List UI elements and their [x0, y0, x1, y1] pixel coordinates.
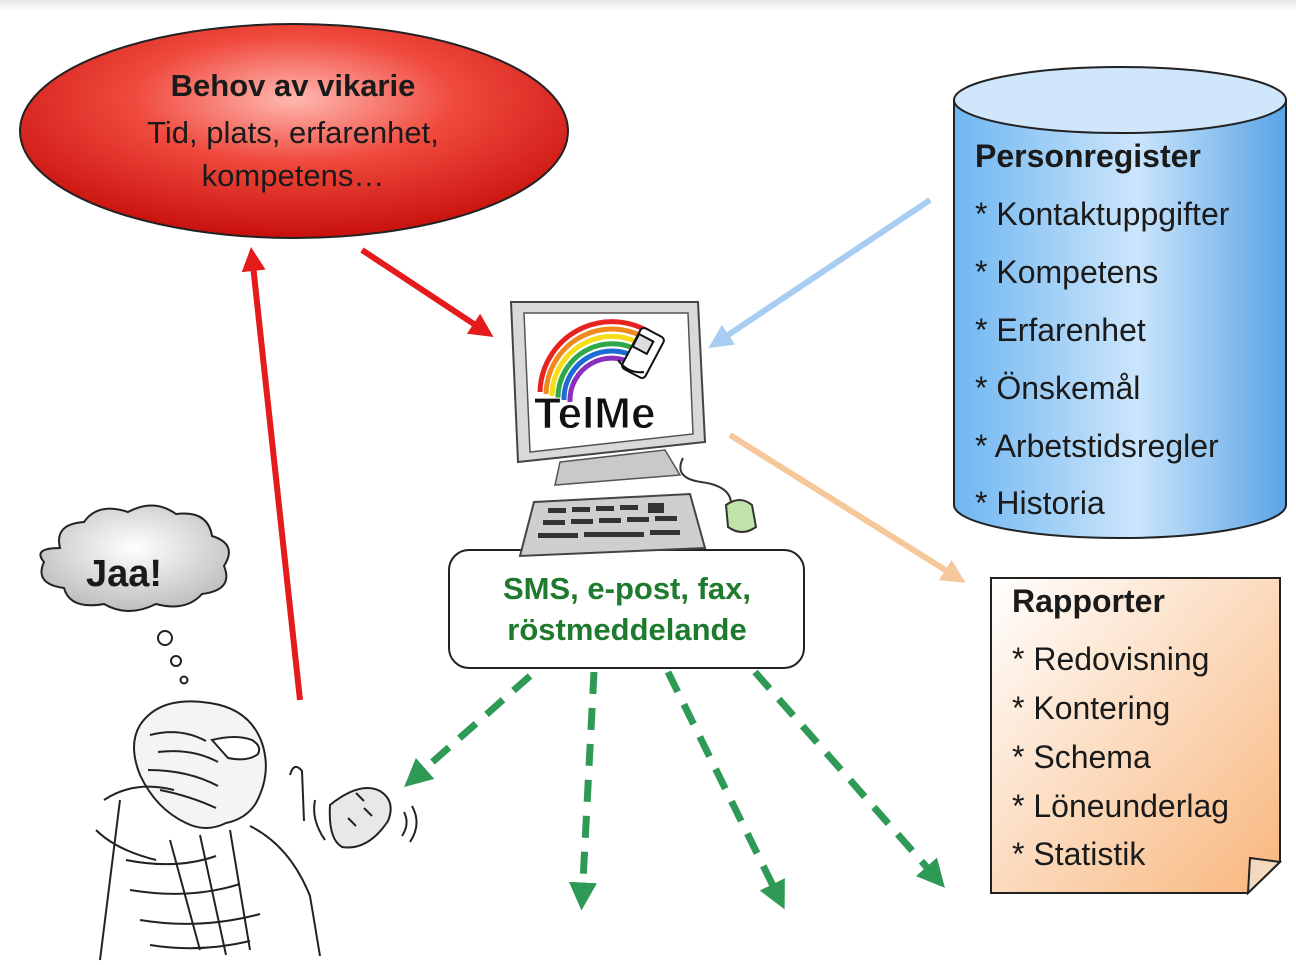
- register-title: Personregister: [975, 138, 1201, 174]
- top-shadow: [0, 0, 1296, 12]
- dispatch-arrow-2: [568, 671, 598, 911]
- reports-item-payroll: * Löneunderlag: [1012, 788, 1230, 824]
- register-item-wishes: * Önskemål: [975, 370, 1141, 406]
- arrow-computer-to-reports: [728, 432, 966, 583]
- thought-cloud: [39, 504, 230, 685]
- reports-item-schedule: * Schema: [1012, 739, 1151, 775]
- mouse: [679, 457, 758, 533]
- reports-item-posting: * Kontering: [1012, 690, 1171, 726]
- logo-text: TelMe: [534, 389, 655, 438]
- arrow-register-to-computer: [708, 197, 932, 349]
- phone-icon: [617, 326, 665, 380]
- channels-line-1: SMS, e-post, fax,: [502, 571, 752, 606]
- channels-box: [448, 549, 805, 669]
- keyboard: [518, 492, 707, 558]
- need-line-2: kompetens…: [201, 158, 385, 193]
- need-title: Behov av vikarie: [170, 68, 416, 103]
- reports-document: [990, 577, 1283, 896]
- register-item-history: * Historia: [975, 485, 1105, 521]
- dispatch-arrow-3: [664, 670, 785, 910]
- arrow-need-to-computer: [360, 247, 494, 337]
- reports-item-accounting: * Redovisning: [1012, 641, 1210, 677]
- computer: TelMe: [509, 301, 707, 486]
- reports-item-statistics: * Statistik: [1012, 836, 1146, 872]
- register-item-work-rules: * Arbetstidsregler: [975, 428, 1219, 464]
- arrow-person-to-need: [241, 247, 303, 701]
- channels-line-2: röstmeddelande: [507, 612, 747, 647]
- reports-title: Rapporter: [1012, 583, 1165, 619]
- need-ellipse: [19, 23, 569, 239]
- thought-text: Jaa!: [85, 553, 163, 595]
- person-sketch: [95, 700, 418, 961]
- dispatch-arrows: [404, 669, 945, 911]
- register-item-contact: * Kontaktuppgifter: [975, 196, 1230, 232]
- register-cylinder: [953, 66, 1287, 539]
- dispatch-arrow-4: [752, 669, 945, 888]
- register-item-competence: * Kompetens: [975, 254, 1159, 290]
- dispatch-arrow-1: [404, 673, 533, 787]
- register-item-experience: * Erfarenhet: [975, 312, 1146, 348]
- need-line-1: Tid, plats, erfarenhet,: [147, 115, 439, 150]
